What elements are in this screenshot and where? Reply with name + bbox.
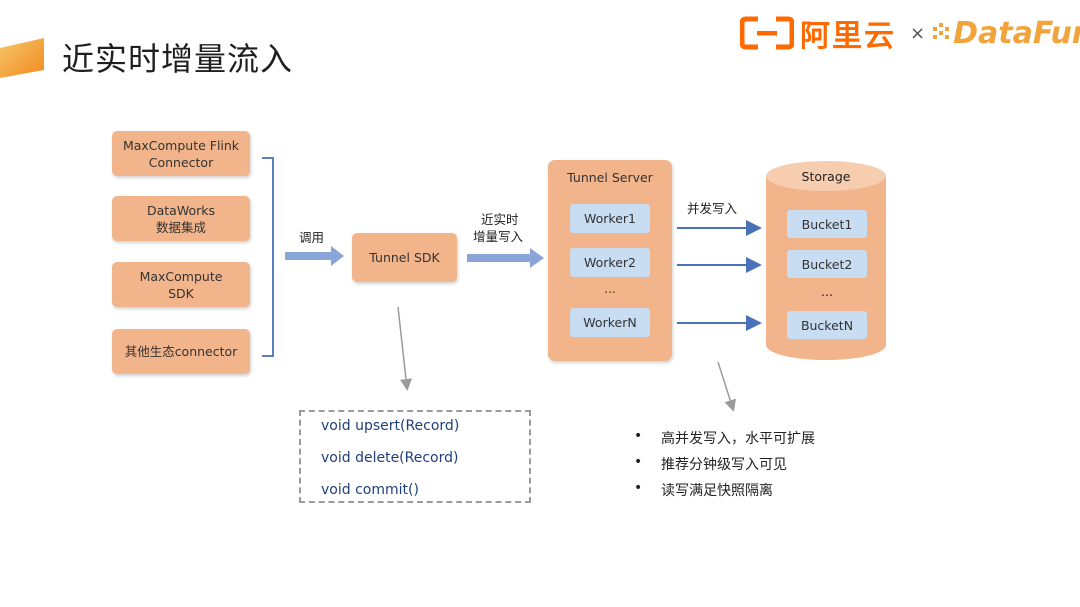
worker-box: WorkerN <box>570 308 650 337</box>
aliyun-brand-text: 阿里云 <box>800 19 896 54</box>
bullet-dot: • <box>634 454 643 470</box>
features-pointer <box>717 361 736 412</box>
brand-times-sign: × <box>910 22 926 44</box>
bucket-box: Bucket1 <box>787 210 867 238</box>
datafun-brand-text: DataFun. <box>953 15 1080 51</box>
code-line-delete: void delete(Record) <box>321 450 459 466</box>
bucket-box: BucketN <box>787 311 867 339</box>
source-label-line2: SDK <box>168 285 194 301</box>
bullet-dot: • <box>634 428 643 444</box>
worker-label: WorkerN <box>583 315 637 330</box>
aliyun-logo-icon <box>740 16 794 50</box>
page-title: 近实时增量流入 <box>62 40 294 78</box>
sdk-api-code-box: void upsert(Record) void delete(Record) … <box>299 410 531 503</box>
worker-box: Worker1 <box>570 204 650 233</box>
call-arrow <box>285 246 344 266</box>
datafun-dots-icon <box>933 23 950 39</box>
sdk-api-pointer <box>397 306 412 391</box>
bullet-text: 高并发写入，水平可扩展 <box>661 431 815 447</box>
sources-bracket <box>262 157 274 357</box>
tunnel-server-box: Tunnel Server Worker1 Worker2 ... Worker… <box>548 160 672 361</box>
bucket-box: Bucket2 <box>787 250 867 278</box>
worker-ellipsis: ... <box>604 282 616 296</box>
bucket-ellipsis: ... <box>821 284 833 299</box>
call-label: 调用 <box>299 230 325 245</box>
source-label-line1: MaxCompute Flink <box>122 137 240 153</box>
tunnel-server-title: Tunnel Server <box>567 170 653 185</box>
code-line-commit: void commit() <box>321 482 419 498</box>
worker-label: Worker2 <box>584 255 636 270</box>
bullet-text: 推荐分钟级写入可见 <box>661 457 787 473</box>
source-label-line1: 其他生态connector <box>124 344 238 359</box>
source-label-line2: 数据集成 <box>155 219 206 235</box>
worker-box: Worker2 <box>570 248 650 277</box>
source-other-connector: 其他生态connector <box>112 329 250 374</box>
tunnel-sdk-label: Tunnel SDK <box>369 250 440 265</box>
worker-label: Worker1 <box>584 211 636 226</box>
bucket-label: Bucket2 <box>801 256 853 272</box>
accent-bar <box>0 38 44 78</box>
code-line-upsert: void upsert(Record) <box>321 418 460 434</box>
write-label-line2: 增量写入 <box>473 229 524 244</box>
concurrent-write-label: 并发写入 <box>687 201 738 216</box>
bullet-dot: • <box>634 480 643 496</box>
write-arrow <box>467 248 544 268</box>
bucket-label: BucketN <box>800 317 854 333</box>
bucket-label: Bucket1 <box>801 216 853 232</box>
source-label-line1: DataWorks <box>146 202 215 218</box>
bullet-text: 读写满足快照隔离 <box>661 483 773 499</box>
tunnel-sdk-box: Tunnel SDK <box>352 233 457 282</box>
storage-title: Storage <box>801 169 851 184</box>
source-label-line2: Connector <box>148 154 214 170</box>
write-label-line1: 近实时 <box>481 212 519 227</box>
source-label-line1: MaxCompute <box>139 268 223 284</box>
brand-logos: 阿里云 × DataFun. <box>740 12 1080 54</box>
